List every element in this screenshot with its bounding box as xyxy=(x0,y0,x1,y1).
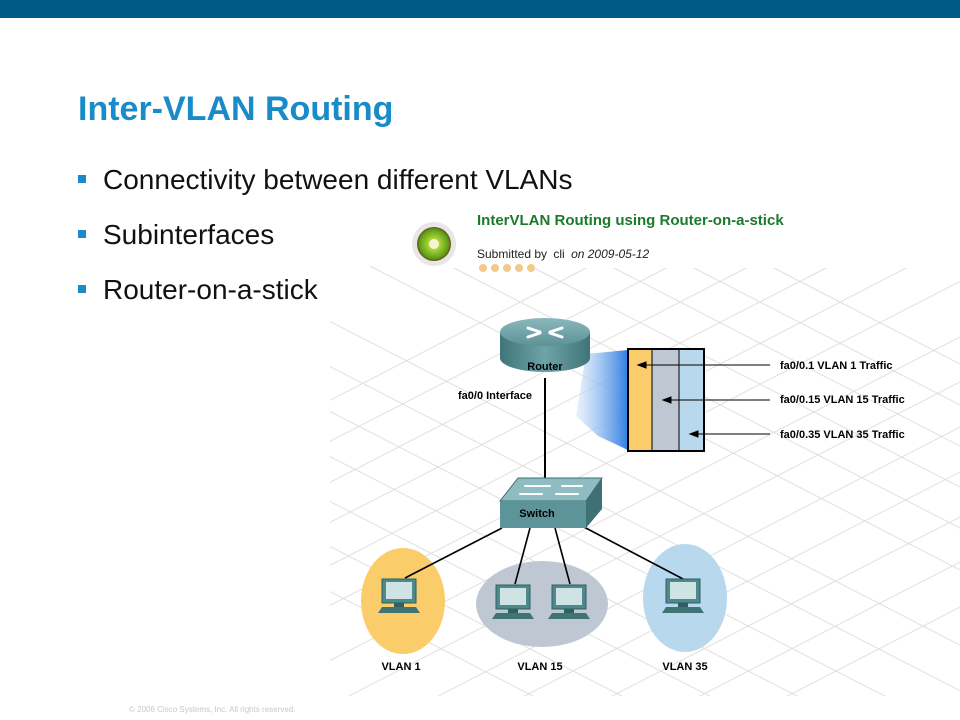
traffic-label-vlan15: fa0/0.15 VLAN 15 Traffic xyxy=(780,394,905,406)
figure-header-title: InterVLAN Routing using Router-on-a-stic… xyxy=(477,212,784,229)
switch-icon xyxy=(498,477,603,528)
vlan15-group xyxy=(476,561,608,647)
router-icon xyxy=(500,318,590,372)
submitted-prefix: Submitted by xyxy=(477,247,547,261)
bullet-text: Connectivity between different VLANs xyxy=(103,164,573,195)
kiwi-logo-icon xyxy=(412,222,456,266)
subinterface-beam xyxy=(576,350,628,450)
computer-icon xyxy=(662,578,704,613)
bullet-text: Router-on-a-stick xyxy=(103,274,318,305)
router-on-a-stick-figure: InterVLAN Routing using Router-on-a-stic… xyxy=(330,206,960,696)
bullet-text: Subinterfaces xyxy=(103,219,275,250)
slide-title: Inter-VLAN Routing xyxy=(78,90,394,128)
vlan15-label: VLAN 15 xyxy=(517,661,562,673)
computer-icon xyxy=(378,578,420,613)
figure-header-bg xyxy=(390,206,960,268)
bullet-square-icon xyxy=(78,175,86,183)
rating-stars xyxy=(479,264,535,272)
bullet-square-icon xyxy=(78,230,86,238)
vlan35-label: VLAN 35 xyxy=(662,661,707,673)
access-links xyxy=(404,525,686,585)
copyright-footer: © 2006 Cisco Systems, Inc. All rights re… xyxy=(129,705,296,714)
submitted-user[interactable]: cli xyxy=(553,247,564,261)
computer-icon xyxy=(548,584,590,619)
traffic-label-vlan1: fa0/0.1 VLAN 1 Traffic xyxy=(780,360,893,372)
svg-text:Submitted by cli o: Submitted by cli on 2009-05-12 xyxy=(477,247,649,261)
router-label: Router xyxy=(527,361,563,373)
interface-label: fa0/0 Interface xyxy=(458,390,532,402)
switch-label: Switch xyxy=(519,508,555,520)
network-diagram: InterVLAN Routing using Router-on-a-stic… xyxy=(330,206,960,696)
bullet-square-icon xyxy=(78,285,86,293)
traffic-label-vlan35: fa0/0.35 VLAN 35 Traffic xyxy=(780,429,905,441)
traffic-arrows xyxy=(636,361,770,438)
submitted-date: on 2009-05-12 xyxy=(571,247,649,261)
vlan1-label: VLAN 1 xyxy=(381,661,420,673)
top-bar xyxy=(0,0,960,18)
computer-icon xyxy=(492,584,534,619)
